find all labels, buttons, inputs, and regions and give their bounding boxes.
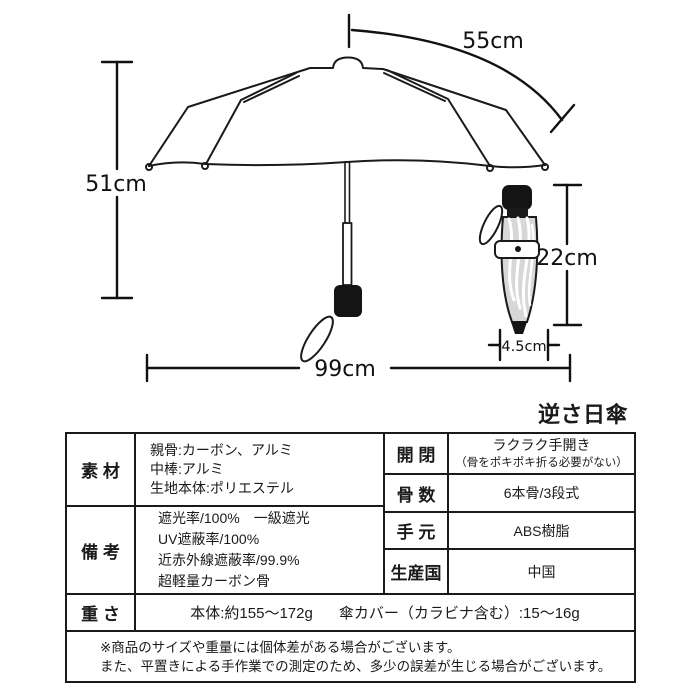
- row-ribs: 骨 数 6本骨/3段式: [385, 473, 634, 511]
- row-handle: 手 元 ABS樹脂: [385, 511, 634, 548]
- shaft-upper: [344, 161, 351, 224]
- umbrella-diagram: 55cm 51cm 99cm 22cm 4.5cm: [85, 13, 598, 383]
- remarks-line: 遮光率/100% 一級遮光: [158, 510, 310, 526]
- dim-label-22cm: 22cm: [536, 246, 598, 271]
- open-close-label: 開 閉: [385, 434, 449, 473]
- folded-tip: [511, 322, 527, 334]
- page-title: 逆さ日傘: [537, 402, 628, 427]
- ribs-label: 骨 数: [385, 475, 449, 511]
- wrist-strap-loop: [300, 315, 334, 363]
- dim-arc-55cm: [347, 13, 576, 134]
- folded-body-stripes: [507, 216, 535, 318]
- material-line: 親骨:カーボン、アルミ: [150, 442, 293, 458]
- rib-tip-icon: [145, 163, 153, 171]
- shaft-lower: [342, 222, 353, 286]
- folded-neck: [507, 208, 528, 218]
- row-remarks: 備 考 遮光率/100% 一級遮光 UV遮蔽率/100% 近赤外線遮蔽率/99.…: [67, 505, 383, 593]
- rib-tip-icon: [201, 162, 209, 170]
- folded-umbrella: [478, 185, 540, 334]
- material-line: 中棒:アルミ: [150, 461, 224, 477]
- remarks-line: 超軽量カーボン骨: [158, 573, 270, 589]
- handle-label: 手 元: [385, 513, 449, 548]
- country-value: 中国: [527, 563, 556, 580]
- country-label: 生産国: [385, 550, 449, 593]
- row-footnote: ※商品のサイズや重量には個体差がある場合がございます。 また、平置きによる手作業…: [67, 630, 634, 681]
- remarks-value: 遮光率/100% 一級遮光 UV遮蔽率/100% 近赤外線遮蔽率/99.9% 超…: [136, 507, 383, 593]
- row-open-close: 開 閉 ラクラク手開き （骨をポキポキ折る必要がない）: [385, 434, 634, 473]
- material-value: 親骨:カーボン、アルミ 中棒:アルミ 生地本体:ポリエステル: [136, 434, 383, 505]
- material-line: 生地本体:ポリエステル: [150, 480, 294, 496]
- weight-label: 重 さ: [67, 595, 136, 630]
- dim-line-99cm: [145, 353, 572, 383]
- remarks-line: UV遮蔽率/100%: [158, 531, 260, 547]
- row-country: 生産国 中国: [385, 548, 634, 593]
- spec-table-top-section: 素 材 親骨:カーボン、アルミ 中棒:アルミ 生地本体:ポリエステル 備 考 遮…: [67, 434, 634, 593]
- handle-value: ABS樹脂: [513, 522, 570, 539]
- dim-label-55cm: 55cm: [462, 29, 524, 54]
- ribs-value: 6本骨/3段式: [503, 485, 580, 501]
- rib-tip-icon: [486, 164, 494, 172]
- spec-table-right-half: 開 閉 ラクラク手開き （骨をポキポキ折る必要がない） 骨 数 6本骨/3段式 …: [383, 434, 634, 593]
- spec-table: 素 材 親骨:カーボン、アルミ 中棒:アルミ 生地本体:ポリエステル 備 考 遮…: [65, 432, 636, 683]
- band-button-icon: [515, 246, 521, 252]
- canopy-rib-right-inner: [383, 72, 446, 102]
- remarks-label: 備 考: [67, 507, 136, 593]
- spec-table-left-half: 素 材 親骨:カーボン、アルミ 中棒:アルミ 生地本体:ポリエステル 備 考 遮…: [67, 434, 383, 593]
- remarks-line: 近赤外線遮蔽率/99.9%: [158, 552, 300, 568]
- dim-label-99cm: 99cm: [314, 357, 376, 382]
- folded-handle: [502, 185, 532, 210]
- rib-tip-icon: [541, 163, 549, 171]
- open-close-sub: （骨をポキポキ折る必要がない）: [455, 456, 628, 469]
- material-label: 素 材: [67, 434, 136, 505]
- open-close-value: ラクラク手開き （骨をポキポキ折る必要がない）: [449, 434, 634, 473]
- canopy-rib-right: [386, 69, 491, 167]
- canopy-rib-left: [205, 72, 297, 165]
- weight-body: 本体:約155〜172g: [190, 605, 313, 622]
- canopy-outline: [148, 56, 546, 167]
- weight-value: 本体:約155〜172g 傘カバー（カラビナ含む）:15〜16g: [136, 595, 634, 630]
- canopy-rib-left-inner: [243, 75, 300, 103]
- footnote-line: ※商品のサイズや重量には個体差がある場合がございます。: [100, 639, 461, 655]
- footnote-line: また、平置きによる手作業での測定のため、多少の誤差が生じる場合がございます。: [100, 658, 612, 674]
- dim-label-51cm: 51cm: [85, 172, 147, 197]
- row-material: 素 材 親骨:カーボン、アルミ 中棒:アルミ 生地本体:ポリエステル: [67, 434, 383, 505]
- row-weight: 重 さ 本体:約155〜172g 傘カバー（カラビナ含む）:15〜16g: [67, 593, 634, 630]
- dim-label-4-5cm: 4.5cm: [501, 339, 546, 355]
- weight-cover: 傘カバー（カラビナ含む）:15〜16g: [338, 605, 580, 622]
- folded-strap-loop: [478, 204, 504, 246]
- dim-line-4-5cm: [487, 328, 561, 362]
- umbrella-handle: [334, 285, 362, 317]
- dim-line-22cm: [552, 183, 583, 327]
- open-close-main: ラクラク手開き: [492, 436, 591, 453]
- dim-line-51cm: [100, 60, 134, 300]
